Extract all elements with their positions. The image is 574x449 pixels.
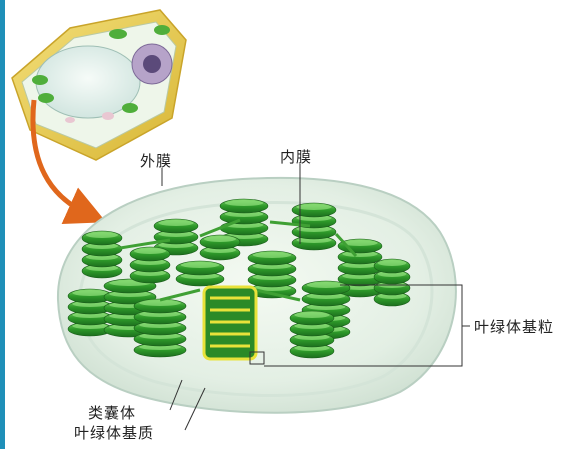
granum-stack (289, 310, 335, 359)
left-accent-bar (0, 0, 5, 449)
stroma-lamella (269, 220, 311, 228)
grana-stacks (67, 198, 411, 359)
thylakoid-disk-highlight (252, 252, 292, 258)
stroma-lamella (255, 288, 301, 302)
thylakoid-leader (169, 379, 183, 411)
granum-stack (81, 230, 123, 279)
thylakoid-disk-highlight (204, 236, 236, 242)
label-inner-membrane: 内膜 (280, 148, 313, 166)
thylakoid-disk-highlight (158, 220, 194, 226)
granum-stack (175, 260, 225, 287)
granum-stack (199, 234, 241, 261)
inner-membrane-shape (78, 201, 434, 397)
thylakoid-disk-highlight (134, 248, 166, 254)
granum-stack (291, 202, 337, 251)
stroma-lamella (159, 288, 201, 302)
granum-stack (337, 238, 383, 298)
granum-stack (67, 288, 113, 337)
thylakoid-disk-highlight (296, 204, 332, 210)
label-thylakoid: 类囊体 (88, 404, 137, 422)
plant-cell-illustration (11, 9, 187, 161)
granum-stack (129, 246, 171, 284)
thylakoid-disk-highlight (342, 240, 378, 246)
granum-stack (247, 250, 297, 299)
granum-stack (133, 298, 187, 358)
highlighted-granum (202, 285, 265, 365)
thylakoid-disk-highlight (224, 200, 264, 206)
stroma-lamella (119, 238, 171, 250)
thylakoid-disk-highlight (86, 232, 118, 238)
thylakoid-disk-highlight (139, 300, 181, 306)
thylakoid-disk-highlight (294, 312, 330, 318)
thylakoid-disk-highlight (72, 290, 108, 296)
thylakoid-disk-highlight (306, 282, 346, 288)
label-granum: 叶绿体基粒 (474, 318, 555, 336)
leader-lines (161, 164, 470, 431)
magnify-arrow (30, 99, 107, 225)
thylakoid-disk-highlight (180, 262, 220, 268)
stroma-lamella (334, 232, 358, 258)
label-stroma: 叶绿体基质 (74, 424, 155, 442)
granum-stack (153, 218, 199, 256)
thylakoid-disk-highlight (377, 260, 407, 266)
stroma-leader (184, 387, 206, 431)
stroma-lamella (199, 218, 241, 238)
label-outer-membrane: 外膜 (140, 152, 173, 170)
